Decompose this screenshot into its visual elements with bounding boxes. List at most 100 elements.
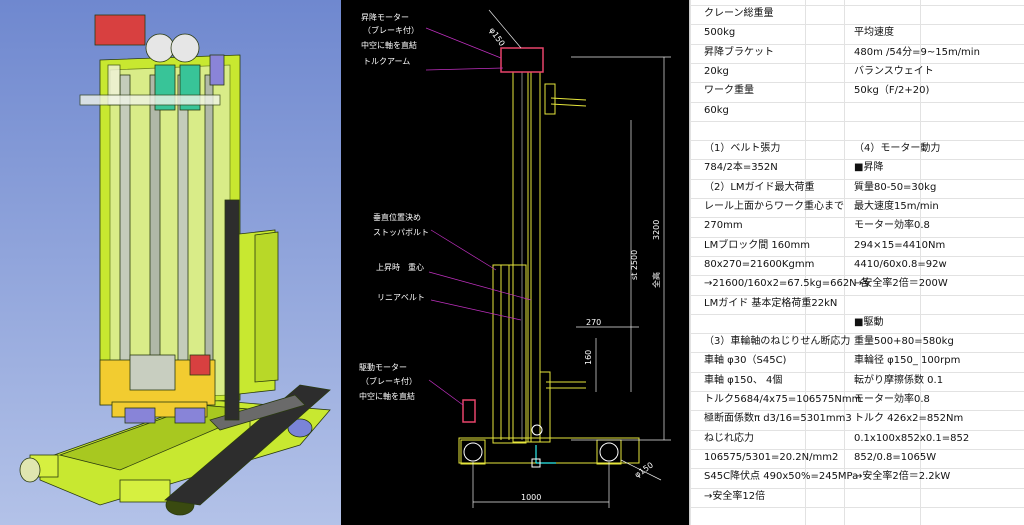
- sheet-cell-b[interactable]: トルク 426x2=852Nm: [854, 413, 964, 425]
- sheet-cell-b[interactable]: （4）モーター動力: [854, 143, 941, 155]
- grid-line: [690, 5, 1024, 6]
- sheet-cell-b[interactable]: 50kg（F/2+20): [854, 85, 930, 97]
- dim-total-height: 3200: [652, 220, 661, 240]
- sheet-cell-a[interactable]: →安全率12倍: [704, 490, 766, 502]
- grid-column-line: [844, 0, 845, 525]
- label-upper-lift: 上昇時 重心: [376, 262, 424, 272]
- axis-marker: [531, 445, 556, 468]
- grid-line: [690, 448, 1024, 450]
- label-drive-motor: 駆動モーター: [359, 363, 407, 372]
- grid-column-line: [805, 0, 806, 525]
- grid-column-line: [690, 0, 691, 525]
- sheet-cell-b[interactable]: ■昇降: [854, 162, 884, 174]
- sheet-cell-a[interactable]: 20kg: [704, 65, 729, 77]
- sheet-cell-a[interactable]: 270mm: [704, 220, 743, 232]
- sheet-cell-a[interactable]: （1）ベルト張力: [704, 143, 781, 155]
- grid-line: [690, 429, 1024, 431]
- sheet-cell-b[interactable]: 852/0.8=1065W: [854, 451, 937, 463]
- grid-line: [690, 371, 1024, 373]
- sheet-cell-a[interactable]: 784/2本=352N: [704, 162, 778, 174]
- grid-line: [690, 506, 1024, 508]
- sheet-cell-a[interactable]: 車軸 φ30（S45C): [704, 355, 787, 367]
- dimension-lines: [472, 9, 671, 508]
- sheet-cell-a[interactable]: クレーン総重量: [704, 8, 774, 19]
- sheet-cell-a[interactable]: 500kg: [704, 27, 736, 39]
- label-drive-hollow: 中空に軸を直結: [359, 391, 415, 401]
- grid-line: [690, 313, 1024, 315]
- label-drive-brake: （ブレーキ付）: [361, 376, 417, 386]
- grid-line: [690, 101, 1024, 103]
- grid-line: [690, 333, 1024, 335]
- sheet-cell-b[interactable]: 重量500+80=580kg: [854, 336, 954, 348]
- sheet-cell-b[interactable]: 480m /54分=9~15m/min: [854, 46, 980, 58]
- label-lift-motor: 昇降モーター: [361, 12, 409, 22]
- label-linear-belt: リニアベルト: [377, 293, 425, 302]
- sheet-cell-a[interactable]: 昇降ブラケット: [704, 46, 774, 58]
- grid-line: [690, 24, 1024, 26]
- sheet-cell-b[interactable]: 294×15=4410Nm: [854, 239, 946, 251]
- dim-h160: 160: [584, 350, 593, 365]
- sheet-cell-a[interactable]: →21600/160x2=67.5kg=662N 各: [704, 278, 870, 290]
- dim-w1000: 1000: [521, 493, 541, 502]
- dim-st: st 2500: [630, 250, 639, 280]
- sheet-cell-b[interactable]: モーター効率0.8: [854, 394, 930, 405]
- dim-w270: 270: [586, 318, 601, 327]
- label-stopper-bolt: ストッパボルト: [373, 228, 429, 237]
- grid-line: [690, 236, 1024, 238]
- sheet-cell-b[interactable]: ■駆動: [854, 316, 884, 328]
- grid-line: [690, 391, 1024, 392]
- grid-line: [690, 198, 1024, 199]
- sheet-cell-b[interactable]: 転がり摩擦係数 0.1: [854, 374, 944, 386]
- sheet-cell-a[interactable]: 80x270=21600Kgmm: [704, 258, 815, 270]
- sheet-cell-b[interactable]: 質量80-50=30kg: [854, 181, 937, 193]
- sheet-cell-a[interactable]: 106575/5301=20.2N/mm2: [704, 451, 839, 463]
- grid-line: [690, 217, 1024, 219]
- sheet-cell-a[interactable]: ねじれ応力: [704, 432, 754, 444]
- sheet-cell-b[interactable]: 最大速度15m/min: [854, 201, 939, 212]
- grid-line: [690, 294, 1024, 296]
- grid-line: [690, 120, 1024, 122]
- sheet-cell-a[interactable]: （3）車輪軸のねじりせん断応力: [704, 336, 851, 348]
- annotation-labels: 昇降モーター （ブレーキ付） 中空に軸を直結 トルクアーム 垂直位置決め ストッ…: [359, 12, 429, 401]
- sheet-cell-a[interactable]: 極断面係数π d3/16=5301mm3: [704, 413, 852, 425]
- cad-3d-view: [0, 0, 341, 525]
- sheet-cell-b[interactable]: 車輪径 φ150_ 100rpm: [854, 355, 961, 367]
- cad-2d-drawing: 昇降モーター （ブレーキ付） 中空に軸を直結 トルクアーム 垂直位置決め ストッ…: [341, 0, 689, 525]
- sheet-cell-a[interactable]: 車軸 φ150、 4個: [704, 374, 783, 386]
- label-lift-brake: （ブレーキ付）: [363, 25, 419, 35]
- sheet-cell-b[interactable]: バランスウェイト: [854, 65, 934, 77]
- grid-line: [690, 140, 1024, 142]
- sheet-cell-a[interactable]: LMガイド 基本定格荷重22kN: [704, 297, 838, 309]
- sheet-cell-b[interactable]: 平均速度: [854, 27, 894, 39]
- dim-total-height-tag: 全高: [651, 272, 661, 288]
- sheet-cell-b[interactable]: 4410/60x0.8=92w: [854, 258, 947, 270]
- motor-shapes: [462, 47, 544, 423]
- sheet-cell-b[interactable]: →安全率2倍＝2.2kW: [854, 471, 951, 483]
- wheels: [463, 424, 619, 462]
- calculation-sheet: クレーン総重量 500kg 平均速度昇降ブラケット 480m /54分=9~15m/m…: [689, 0, 1024, 525]
- grid-line: [690, 410, 1024, 412]
- sheet-cell-b[interactable]: →安全率2倍＝200W: [854, 278, 948, 290]
- crane-3d-model: [19, 14, 331, 516]
- sheet-cell-a[interactable]: トルク5684/4x75=106575Nmm: [704, 394, 862, 405]
- grid-line: [690, 82, 1024, 84]
- sheet-cell-b[interactable]: モーター効率0.8: [854, 220, 930, 232]
- grid-line: [690, 352, 1024, 354]
- grid-line: [690, 275, 1024, 277]
- leader-lines: [425, 27, 532, 406]
- grid-line: [690, 43, 1024, 45]
- sheet-cell-b[interactable]: 0.1x100x852x0.1=852: [854, 432, 970, 444]
- sheet-cell-a[interactable]: レール上面からワーク重心まで: [704, 201, 844, 212]
- grid-line: [690, 159, 1024, 161]
- sheet-cell-a[interactable]: ワーク重量: [704, 85, 754, 97]
- sheet-cell-a[interactable]: LMブロック間 160mm: [704, 239, 810, 251]
- label-vertical-pos: 垂直位置決め: [373, 212, 421, 222]
- label-torque-arm: トルクアーム: [363, 57, 410, 66]
- grid-line: [690, 468, 1024, 470]
- sheet-cell-a[interactable]: S45C降伏点 490x50%=245MPa: [704, 471, 859, 483]
- sheet-cell-a[interactable]: 60kg: [704, 104, 729, 116]
- grid-line: [690, 178, 1024, 180]
- sheet-cell-a[interactable]: （2）LMガイド最大荷重: [704, 181, 815, 193]
- label-lift-hollow: 中空に軸を直結: [361, 40, 417, 50]
- grid-line: [690, 487, 1024, 489]
